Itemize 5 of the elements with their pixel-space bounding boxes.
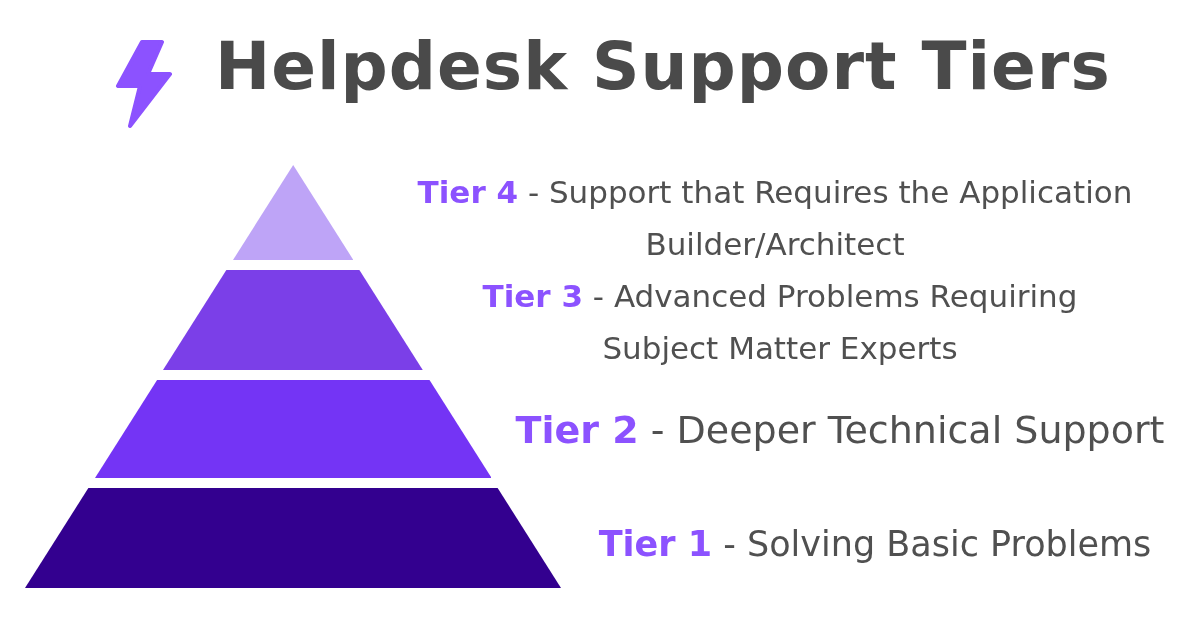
tier-description: Tier 1 - Solving Basic Problems — [597, 523, 1153, 566]
tier-description: Tier 3 - Advanced Problems Requiring Subject Matter Experts — [481, 277, 1079, 368]
tier-description: Tier 2 - Deeper Technical Support — [514, 407, 1166, 454]
tier-description: Tier 4 - Support that Requires the Application Builder/Architect — [416, 173, 1134, 264]
title: Helpdesk Support Tiers — [215, 28, 1111, 105]
